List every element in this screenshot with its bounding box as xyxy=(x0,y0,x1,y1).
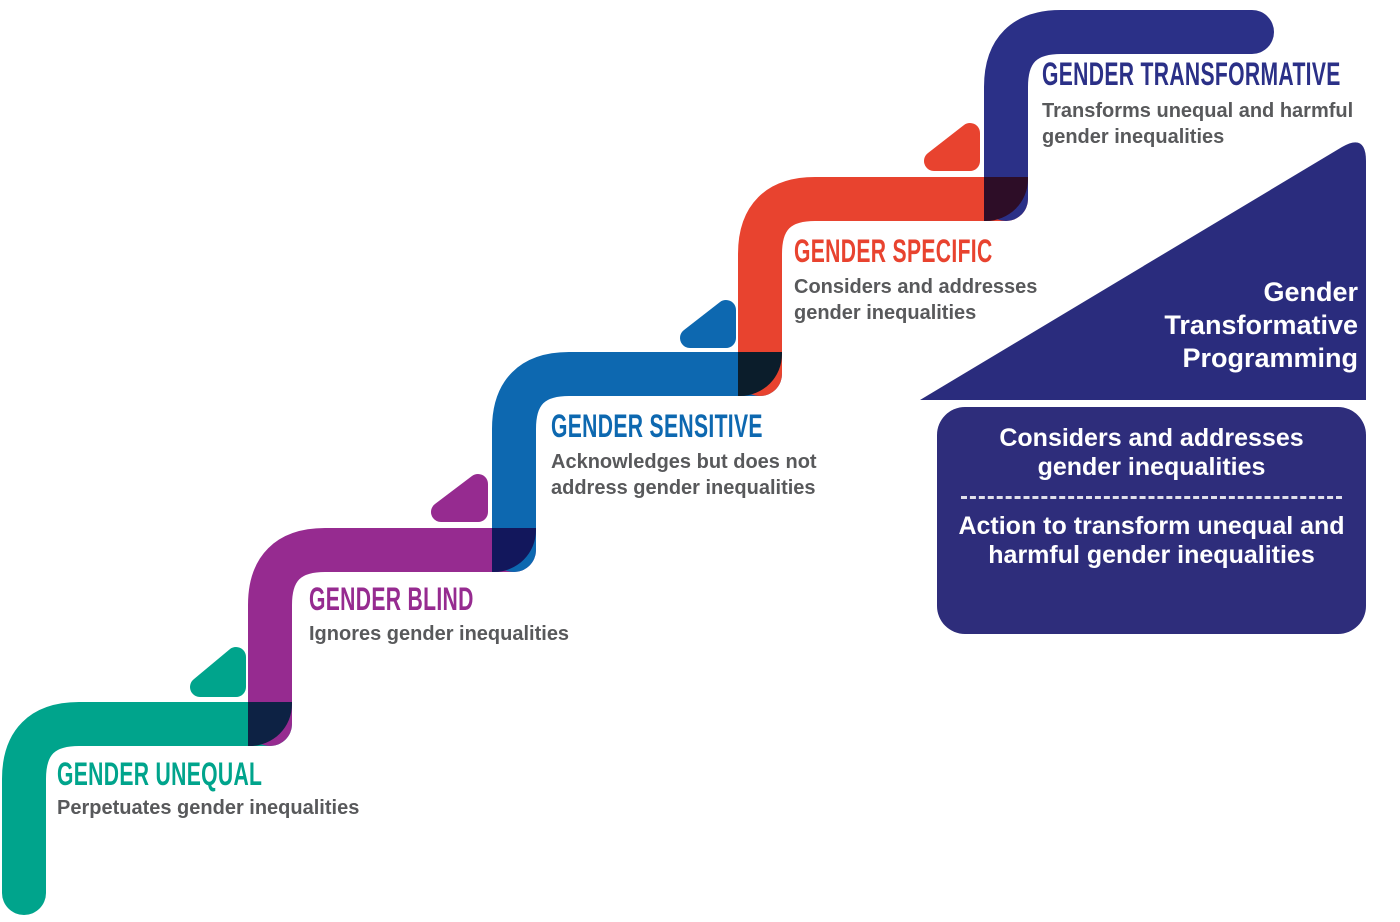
step-description-gender-specific: Considers and addresses gender inequalit… xyxy=(794,276,1038,324)
summary-panel: Considers and addresses gender inequalit… xyxy=(937,407,1366,634)
panel-bottom-text: Action to transform unequal and harmful … xyxy=(958,512,1345,569)
summary-triangle xyxy=(920,142,1366,401)
step-title-gender-blind: GENDER BLIND xyxy=(309,581,474,617)
junction-elbow-2 xyxy=(492,528,536,572)
panel-top-text: Considers and addresses gender inequalit… xyxy=(999,424,1304,481)
step-description-gender-blind: Ignores gender inequalities xyxy=(309,623,570,645)
step-arrow-1 xyxy=(190,647,246,697)
summary-triangle-label-line-1: Gender xyxy=(1263,277,1358,307)
summary-triangle-label: Gender Transformative Programming xyxy=(1164,276,1358,375)
step-arrow-2 xyxy=(431,474,488,522)
step-title-gender-specific: GENDER SPECIFIC xyxy=(794,233,993,269)
step-pipe-gender-blind xyxy=(248,528,536,746)
step-arrow-4 xyxy=(924,123,980,171)
junction-elbow-1 xyxy=(248,702,292,746)
step-description-gender-unequal: Perpetuates gender inequalities xyxy=(57,797,360,819)
summary-triangle-label-line-2: Transformative xyxy=(1164,310,1358,340)
step-description-gender-sensitive: Acknowledges but does not address gender… xyxy=(551,451,817,499)
step-title-gender-unequal: GENDER UNEQUAL xyxy=(57,756,263,792)
step-title-gender-sensitive: GENDER SENSITIVE xyxy=(551,408,763,444)
summary-triangle-label-line-3: Programming xyxy=(1182,343,1358,373)
step-description-gender-transformative: Transforms unequal and harmful gender in… xyxy=(1042,100,1354,148)
step-pipe-gender-specific xyxy=(738,177,1028,396)
step-pipe-gender-transformative xyxy=(984,10,1274,221)
step-pipe-gender-unequal xyxy=(2,702,292,915)
panel-divider xyxy=(961,496,1342,499)
junction-elbow-3 xyxy=(738,352,782,396)
step-title-gender-transformative: GENDER TRANSFORMATIVE xyxy=(1042,56,1341,92)
step-pipe-gender-sensitive xyxy=(492,352,782,572)
junction-elbow-4 xyxy=(984,177,1028,221)
step-arrow-3 xyxy=(680,300,736,348)
